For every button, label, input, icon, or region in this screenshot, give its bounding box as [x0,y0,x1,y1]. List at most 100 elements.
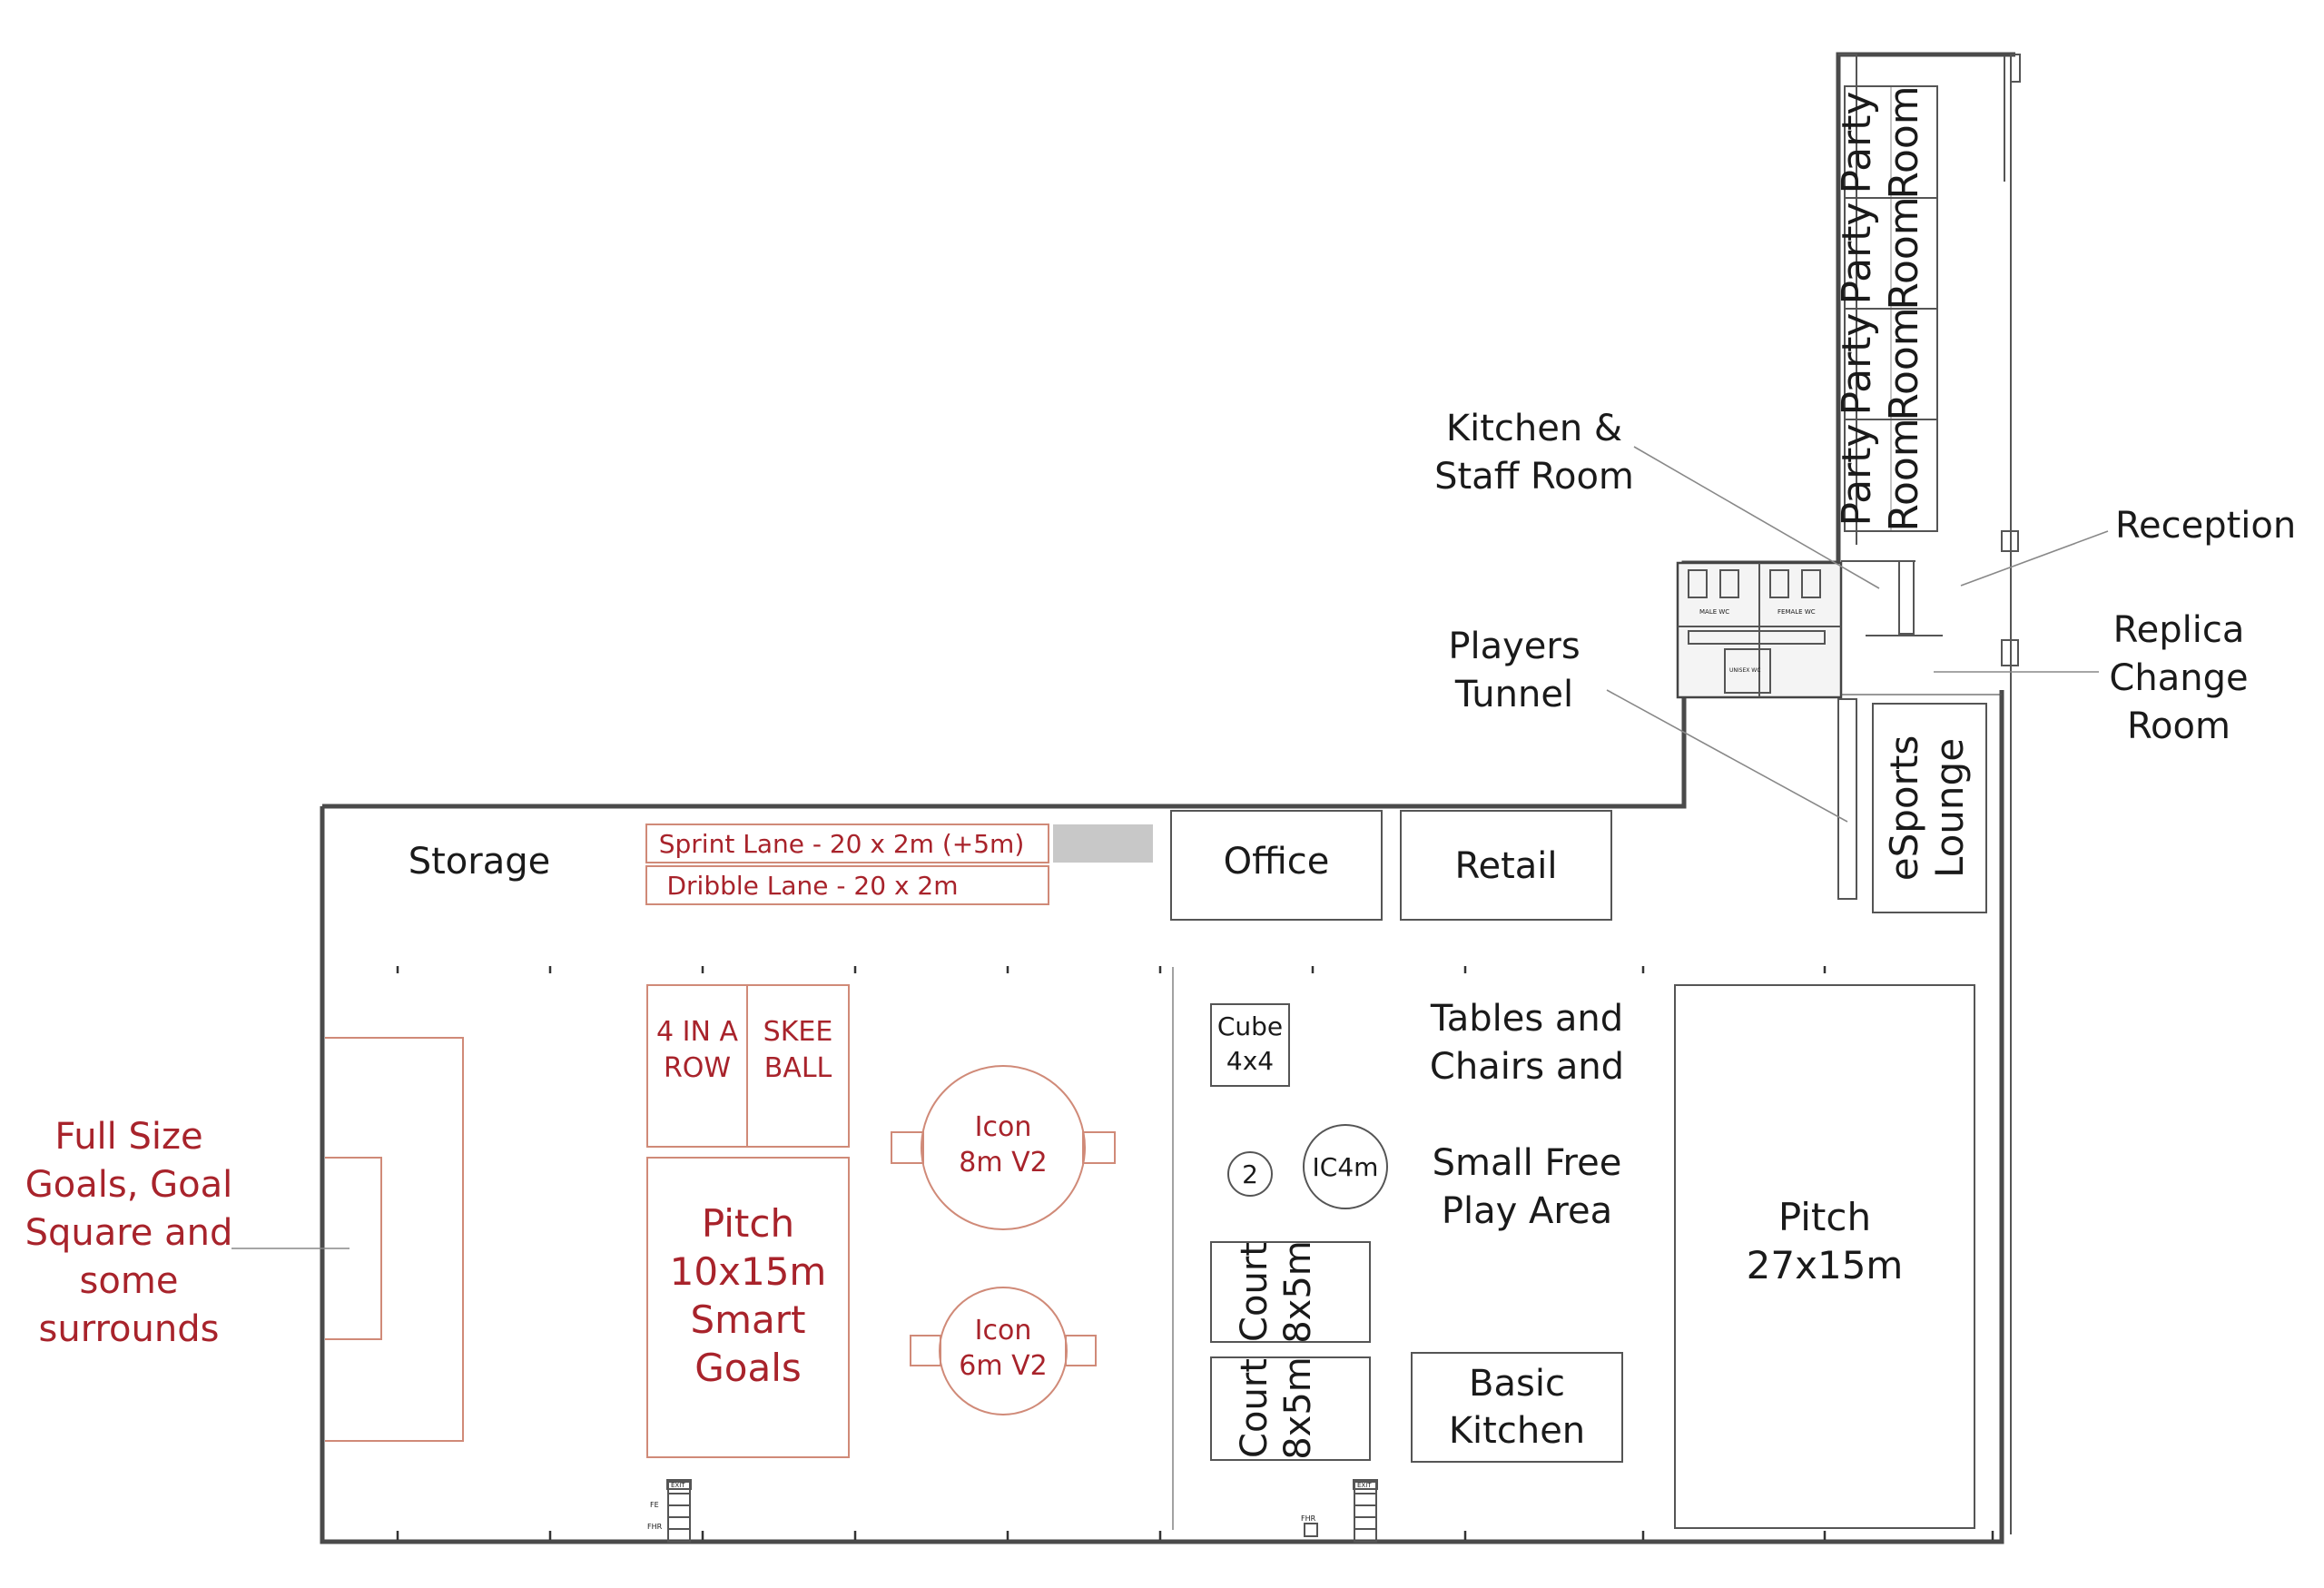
kitchen-staff-callout: Kitchen & Staff Room [1434,408,1880,589]
exit-sign-right: EXIT [1357,1482,1372,1489]
svg-text:Staff Room: Staff Room [1434,456,1634,498]
icon-6m-cage: Icon 6m V2 [910,1287,1097,1415]
svg-text:Tunnel: Tunnel [1454,674,1573,715]
basic-kitchen-label: Basic [1469,1363,1565,1405]
svg-text:ROW: ROW [664,1052,731,1084]
svg-text:Smart: Smart [690,1297,805,1342]
svg-text:8x5m: 8x5m [1277,1356,1319,1460]
svg-text:Small Free: Small Free [1433,1142,1622,1184]
dribble-lane [645,865,1049,905]
svg-text:8x5m: 8x5m [1277,1240,1319,1344]
grey-block [1053,824,1153,863]
washroom-block: MALE WC FEMALE WC UNISEX WC [1676,561,1843,699]
esports-lounge [1872,703,1987,913]
pitch-smart-goals-label: Pitch 10x15m Smart Goals [670,1201,827,1390]
svg-text:Icon: Icon [975,1111,1032,1143]
basic-kitchen [1411,1352,1623,1463]
svg-text:BALL: BALL [764,1052,832,1084]
svg-text:Icon: Icon [975,1315,1032,1346]
sprint-lane [645,824,1049,863]
office-room [1170,810,1383,921]
svg-text:Chairs and: Chairs and [1430,1046,1624,1088]
esports-label: eSports Lounge [1882,735,1972,881]
svg-text:Party: Party [1834,202,1880,305]
party-room-3: Party Room [1834,307,1927,420]
ic4m-label: IC4m [1313,1152,1379,1182]
pitch-27-label: Pitch [1778,1195,1871,1239]
court-1-label: Court 8x5m [1234,1240,1319,1344]
sprint-lane-label: Sprint Lane - 20 x 2m (+5m) [659,829,1025,859]
party-room-4: Party Room [1834,418,1927,531]
office-label: Office [1224,841,1330,883]
players-tunnel-callout: Players Tunnel [1448,626,1848,823]
full-size-goals-callout: Full Size Goals, Goal Square and some su… [25,1116,350,1350]
fe-marker: FE [650,1501,659,1509]
party-room-2: Party Room [1834,196,1927,310]
court-2-label: Court 8x5m [1234,1356,1319,1460]
exit-stair-left: EXIT FE FHR [647,1479,692,1543]
skee-ball-label: SKEE BALL [763,1016,833,1084]
fhr-marker-left: FHR [647,1523,663,1531]
kitchen-staff-room-area [1841,560,2002,695]
svg-text:eSports: eSports [1882,735,1926,881]
exit-sign-left: EXIT [671,1482,685,1489]
dribble-lane-label: Dribble Lane - 20 x 2m [666,871,958,901]
svg-text:Play Area: Play Area [1442,1190,1612,1232]
retail-room [1400,810,1612,921]
svg-text:Room: Room [2127,705,2230,747]
svg-text:Party: Party [1834,92,1880,194]
svg-text:some: some [80,1260,179,1302]
svg-text:Goals, Goal: Goals, Goal [25,1164,232,1206]
svg-text:10x15m: 10x15m [670,1249,827,1294]
court-1 [1210,1241,1371,1343]
circle-2-cage [1227,1151,1273,1197]
svg-text:Party: Party [1834,313,1880,416]
svg-text:Kitchen &: Kitchen & [1446,408,1622,449]
cube-label: Cube [1217,1011,1283,1041]
svg-text:Room: Room [1881,85,1927,199]
four-in-a-row-label: 4 IN A ROW [656,1016,738,1084]
exit-stair-right: EXIT FHR [1301,1479,1378,1543]
fhr-marker-right: FHR [1301,1514,1316,1523]
svg-text:Room: Room [1881,196,1927,310]
basic-kitchen-label-2: Kitchen [1449,1410,1585,1452]
svg-text:6m V2: 6m V2 [959,1350,1047,1382]
svg-text:Room: Room [1881,418,1927,531]
court-2 [1210,1356,1371,1461]
svg-text:Players: Players [1448,626,1580,667]
svg-text:Court: Court [1234,1242,1275,1342]
skee-ball-area [746,984,850,1148]
svg-text:Tables and: Tables and [1430,998,1623,1040]
svg-text:Replica: Replica [2113,609,2245,651]
ic4m-cage [1303,1124,1388,1209]
tables-free-play-label: Tables and Chairs and Small Free Play Ar… [1430,998,1624,1232]
cube-size-label: 4x4 [1226,1046,1274,1076]
pitch-smart-goals [646,1157,850,1458]
svg-text:surrounds: surrounds [39,1308,220,1350]
svg-text:Goals: Goals [694,1346,802,1390]
svg-text:Square and: Square and [25,1212,233,1254]
door-marker [2001,530,2019,552]
svg-text:Full Size: Full Size [54,1116,202,1158]
svg-text:SKEE: SKEE [763,1016,833,1048]
column-markers [396,966,1994,1540]
party-room-1: Party Room [1834,85,1927,199]
unisex-wc-label: UNISEX WC [1729,667,1760,674]
svg-text:Reception: Reception [2115,505,2296,547]
svg-text:Pitch: Pitch [702,1201,794,1246]
players-tunnel [1837,698,1857,900]
icon-8m-cage: Icon 8m V2 [891,1065,1116,1230]
female-wc-label: FEMALE WC [1777,608,1816,616]
svg-text:4 IN A: 4 IN A [656,1016,738,1048]
cube-4x4 [1210,1003,1290,1087]
full-size-goals-area [325,1037,464,1442]
svg-text:Lounge: Lounge [1927,738,1972,878]
male-wc-label: MALE WC [1699,608,1729,616]
svg-text:Party: Party [1834,424,1880,527]
pitch-27x15 [1674,984,1975,1529]
svg-text:Change: Change [2109,657,2248,699]
replica-change-callout: Replica Change Room [1934,609,2249,747]
svg-text:Court: Court [1234,1358,1275,1458]
svg-text:Room: Room [1881,307,1927,420]
